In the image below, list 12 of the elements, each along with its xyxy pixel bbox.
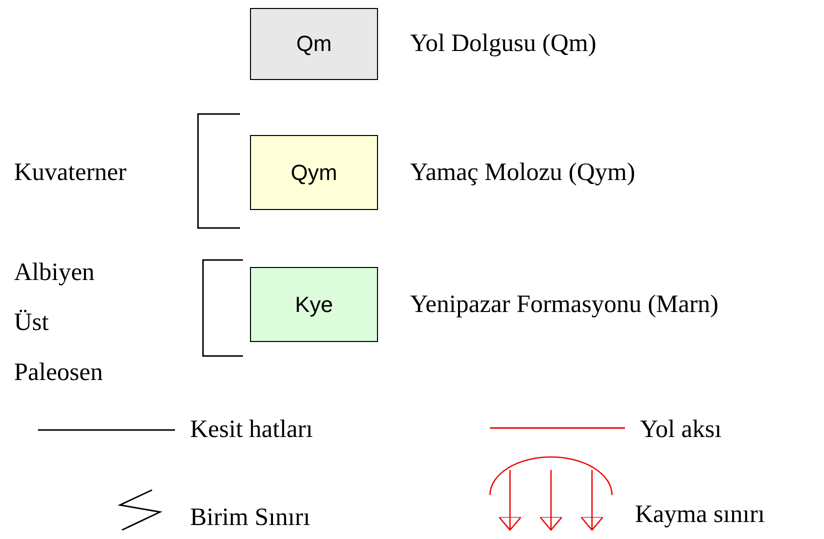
age-label: Kuvaterner: [14, 158, 126, 188]
unit-description: Yol Dolgusu (Qm): [410, 29, 596, 59]
age-label: Albiyen Üst Paleosen: [14, 258, 104, 388]
legend-label: Birim Sınırı: [190, 503, 310, 533]
legend-label: Kayma sınırı: [635, 500, 765, 530]
unit-description: Yamaç Molozu (Qym): [410, 158, 636, 188]
unit-swatch: Qm: [250, 8, 378, 80]
unit-swatch: Kye: [250, 267, 378, 342]
unit-description: Yenipazar Formasyonu (Marn): [410, 290, 719, 320]
legend-label: Kesit hatları: [190, 415, 313, 445]
legend-label: Yol aksı: [640, 415, 722, 445]
unit-swatch: Qym: [250, 135, 378, 210]
